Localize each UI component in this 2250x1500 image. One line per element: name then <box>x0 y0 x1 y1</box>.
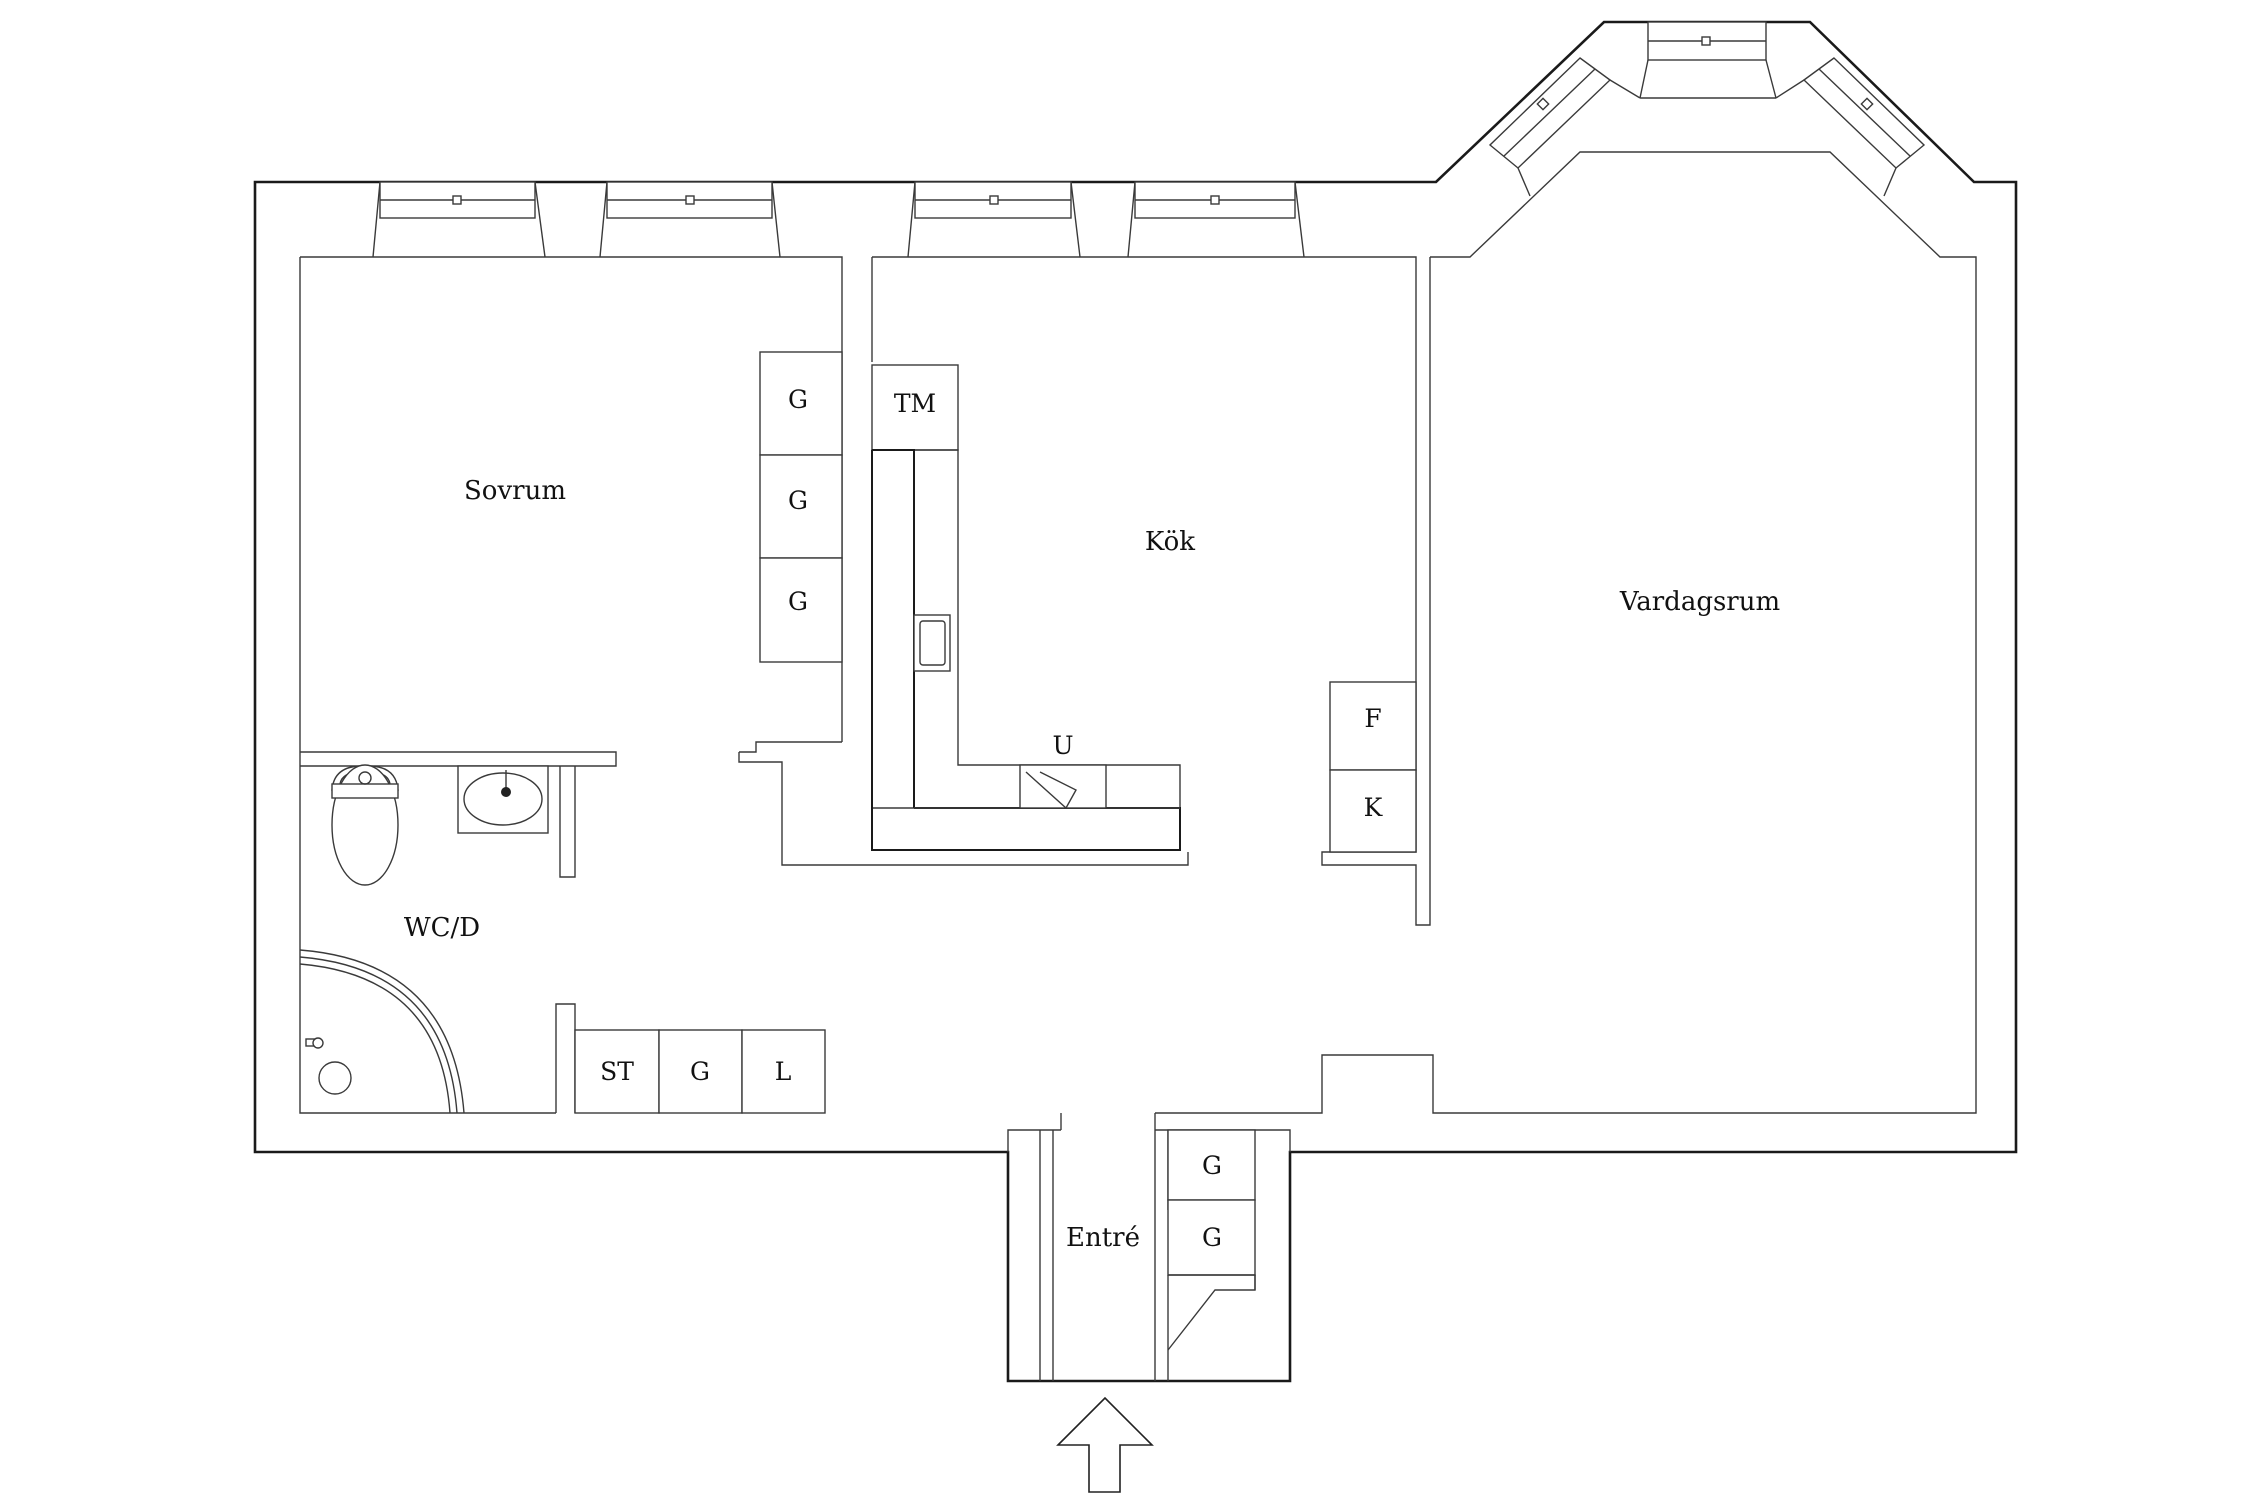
oven-box <box>1019 764 1107 809</box>
window-3 <box>907 181 1081 258</box>
windows <box>372 21 1926 258</box>
room-label-kok: Kök <box>1145 527 1195 557</box>
bay-window-center <box>1639 21 1777 99</box>
label-entre-wardrobe-1: G <box>1202 1151 1222 1180</box>
label-storage: ST <box>600 1057 634 1086</box>
label-wardrobe-hall: G <box>690 1057 710 1086</box>
bay-window-left <box>1488 57 1641 197</box>
wardrobe-hall <box>658 1029 743 1114</box>
shower-icon <box>299 949 465 1114</box>
linen-box <box>741 1029 826 1114</box>
label-entre-wardrobe-2: G <box>1202 1223 1222 1252</box>
fridge-box <box>1329 681 1417 771</box>
fixture-labels: G G G TM U F K ST G L G G <box>600 385 1384 1252</box>
window-4 <box>1127 181 1305 258</box>
label-freezer: K <box>1364 793 1384 822</box>
hall-storage <box>574 1029 826 1114</box>
bathroom <box>299 764 549 1114</box>
entrance-wardrobes <box>1167 1129 1256 1351</box>
entre-wardrobe-1 <box>1167 1129 1256 1201</box>
bay-window-right <box>1775 57 1926 197</box>
room-label-wc: WC/D <box>404 913 480 943</box>
freezer-box <box>1329 769 1417 853</box>
kitchen <box>871 364 1417 853</box>
wardrobe-1 <box>759 351 843 456</box>
kitchen-sink-icon <box>913 614 951 672</box>
room-label-sovrum: Sovrum <box>464 476 566 506</box>
label-wardrobe-1: G <box>788 385 808 414</box>
room-labels: Sovrum Kök Vardagsrum WC/D Entré <box>404 476 1780 1253</box>
dishwasher-box <box>871 364 959 451</box>
label-linen: L <box>775 1057 792 1086</box>
sink-icon <box>457 765 549 834</box>
window-1 <box>372 181 546 258</box>
label-dishwasher: TM <box>894 389 936 418</box>
label-wardrobe-3: G <box>788 587 808 616</box>
storage-box <box>574 1029 660 1114</box>
room-label-entre: Entré <box>1066 1223 1140 1253</box>
toilet-icon <box>331 764 399 886</box>
entrance-arrow-icon <box>1056 1396 1154 1493</box>
sovrum-wardrobes <box>759 351 843 663</box>
outer-walls <box>253 20 2018 1383</box>
label-wardrobe-2: G <box>788 486 808 515</box>
room-label-vardagsrum: Vardagsrum <box>1619 587 1780 617</box>
label-oven: U <box>1052 731 1073 760</box>
wardrobe-2 <box>759 454 843 559</box>
wardrobe-3 <box>759 557 843 663</box>
window-2 <box>599 181 781 258</box>
label-fridge: F <box>1364 704 1381 733</box>
